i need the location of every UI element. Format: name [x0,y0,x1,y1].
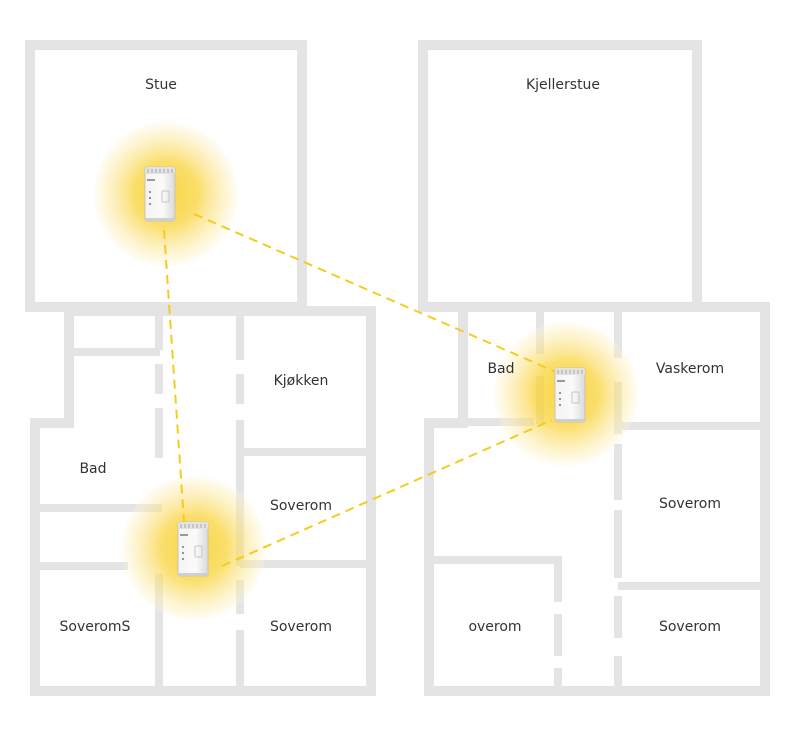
room-label-bad: Bad [79,461,106,477]
connection-lines [163,213,557,567]
link-soverom-bad [221,419,553,567]
wifi-extender-icon [554,367,586,423]
room-label-kjokken: Kjøkken [274,373,329,389]
link-stue-bad [193,213,557,373]
link-stue-soverom [163,229,185,523]
wifi-extender-icon [177,521,209,577]
left-floor-walls [25,40,376,696]
room-label-soverom-bottom: Soverom [270,619,332,635]
room-label-vaskerom: Vaskerom [656,361,724,377]
room-label-soverom-mid: Soverom [270,498,332,514]
room-label-kjellerstue: Kjellerstue [526,77,600,93]
room-label-soverom-s: SoveromS [60,619,131,635]
room-label-stue: Stue [145,77,177,93]
right-floor-labels: Kjellerstue Bad Vaskerom Soverom overom … [468,77,724,635]
room-label-soverom-mid: Soverom [659,496,721,512]
left-floor-labels: Stue Bad Kjøkken Soverom SoveromS Sovero… [60,77,332,635]
room-label-soverom-bottom: Soverom [659,619,721,635]
room-label-bad: Bad [487,361,514,377]
wifi-extender-icon [144,166,176,222]
room-label-overom: overom [468,619,521,635]
